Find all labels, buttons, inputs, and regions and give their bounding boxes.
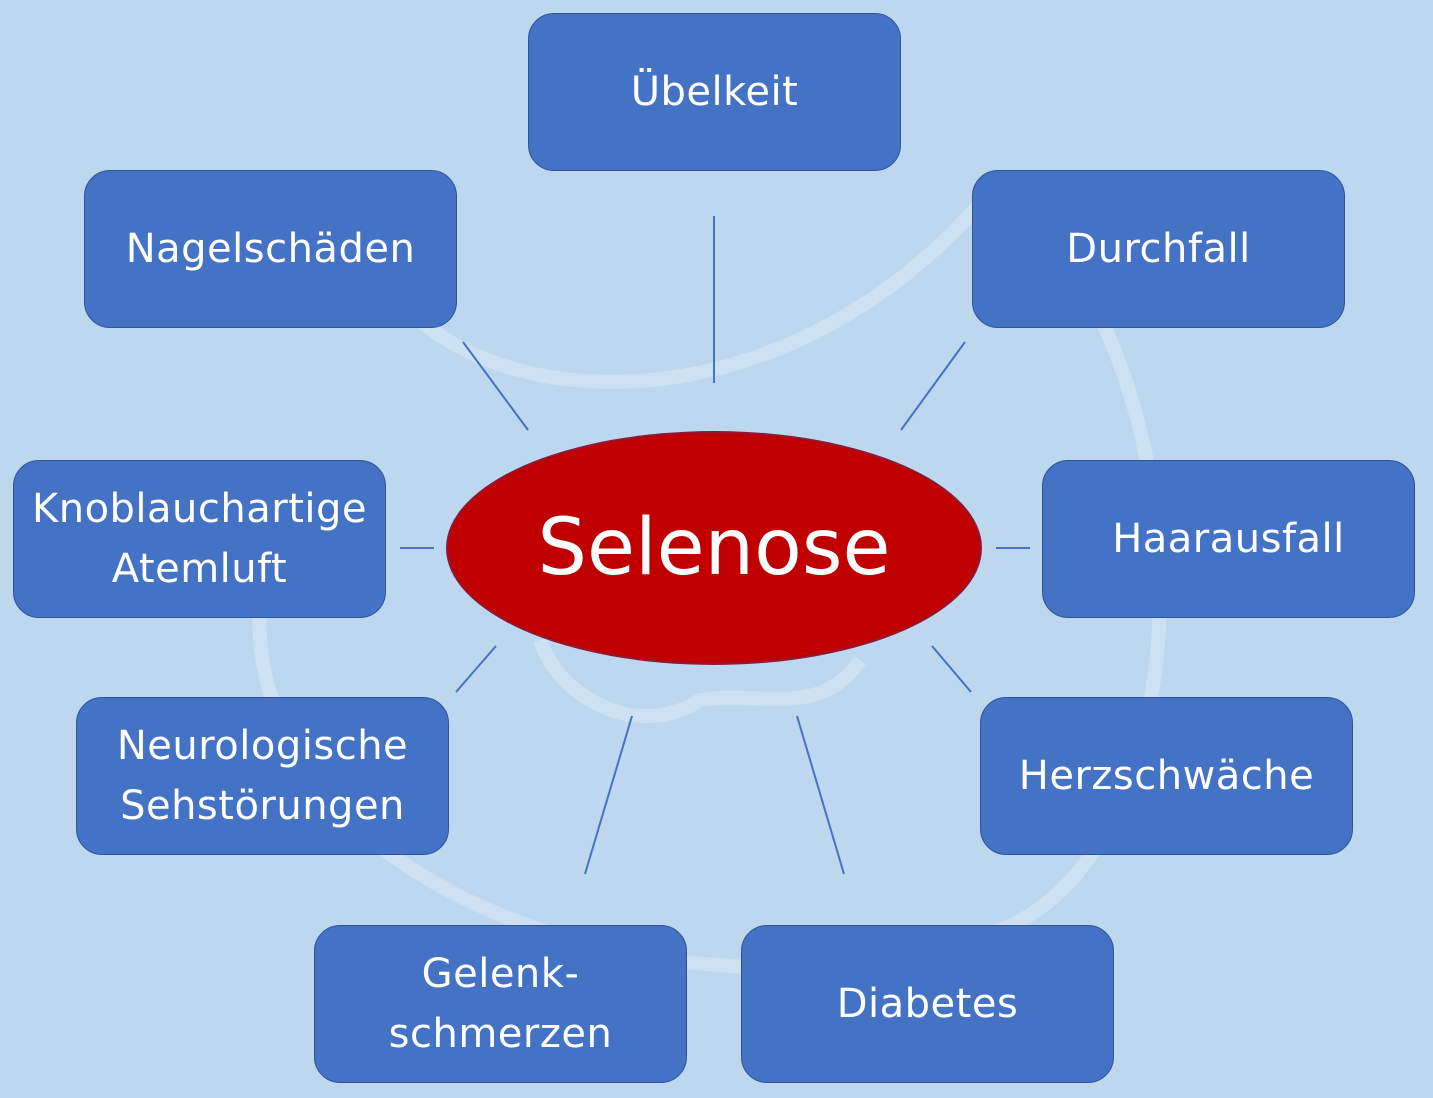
node-neurologische-sehstoerungen: Neurologische Sehstörungen <box>76 697 449 855</box>
node-uebelkeit: Übelkeit <box>528 13 901 171</box>
node-durchfall: Durchfall <box>972 170 1345 328</box>
node-knoblauchartige-atemluft: Knoblauchartige Atemluft <box>13 460 386 618</box>
center-label: Selenose <box>537 503 891 593</box>
node-diabetes: Diabetes <box>741 925 1114 1083</box>
node-herzschwaeche: Herzschwäche <box>980 697 1353 855</box>
node-haarausfall: Haarausfall <box>1042 460 1415 618</box>
node-nagelschaeden: Nagelschäden <box>84 170 457 328</box>
connector-lines <box>400 216 1030 875</box>
center-node-selenose: Selenose <box>446 431 982 665</box>
node-gelenkschmerzen: Gelenk- schmerzen <box>314 925 687 1083</box>
